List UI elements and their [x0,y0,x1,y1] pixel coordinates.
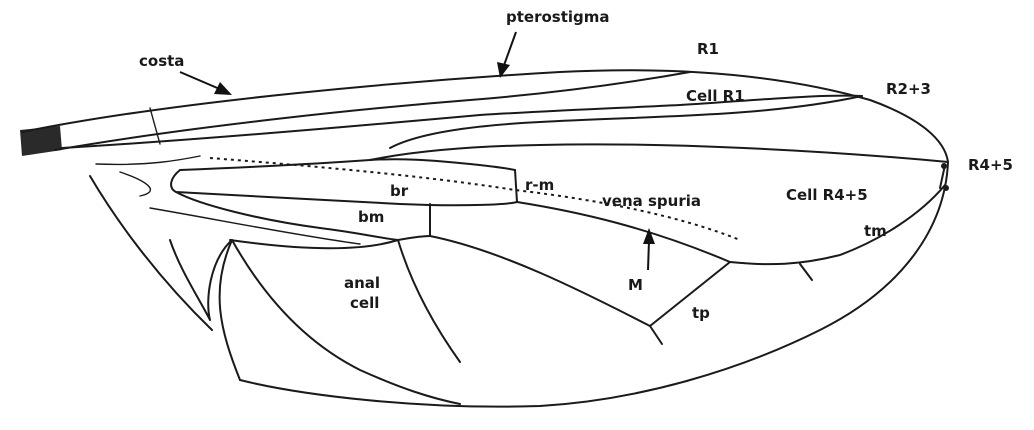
tp-crossvein [650,262,730,326]
label-r-m: r-m [525,176,554,194]
m-distal-crossvein [800,264,812,280]
costa-arrow [180,72,222,90]
margin-dot [941,163,947,169]
tp-lower-vein [650,326,662,344]
label-costa: costa [139,52,184,70]
label-anal: anal [344,274,380,292]
margin-dot-2 [943,185,949,191]
label-vena-spuria: vena spuria [602,192,701,210]
basal-fold-line-2 [96,156,200,164]
anal-vein [230,240,398,248]
label-cell-r1: Cell R1 [686,87,745,105]
label-cell-r4-5: Cell R4+5 [786,186,868,204]
label-tm: tm [864,222,887,240]
costal-cell-crossvein [150,108,160,144]
label-r4-5: R4+5 [968,156,1013,174]
label-br: br [390,182,409,200]
label-tp: tp [692,304,710,322]
label-m: M [628,276,643,294]
pterostigma-arrow [503,32,516,68]
r4-5-vein [370,144,948,162]
basal-fold-line [120,172,150,196]
alula-margin [220,240,240,380]
label-bm: bm [358,208,384,226]
r2-3-vein [390,96,862,148]
cell-br-lower-vein [171,170,517,205]
anal-cell-closing-vein [398,240,460,362]
label-r1: R1 [697,40,719,58]
label-pterostigma: pterostigma [506,8,610,26]
label-r2-3: R2+3 [886,80,931,98]
label-cell: cell [350,294,379,312]
r-m-crossvein [515,170,517,202]
lower-lobe-margin [170,240,232,320]
m-arrow [648,240,649,270]
axillary-vein [150,208,360,244]
cu-vein [430,236,650,326]
alula-inner-margin [232,240,460,404]
costa-vein [22,70,948,162]
rs-vein [180,159,515,170]
